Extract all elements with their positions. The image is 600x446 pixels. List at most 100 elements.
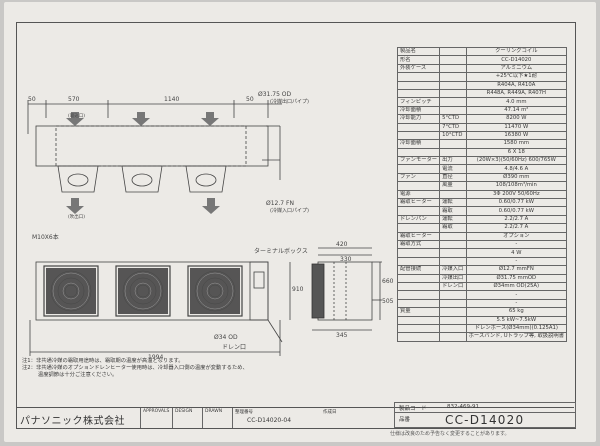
spec-label: 電源 — [396, 189, 441, 200]
notes: 注1：非共通冷媒の霜取用途時は、霜取期の温度が高温となります。 注2：非共通冷媒… — [22, 358, 248, 379]
dim-front-height: 910 — [292, 286, 304, 293]
spec-label — [396, 273, 441, 283]
spec-row: - — [396, 298, 568, 309]
spec-value: Ø34mm OD(25A) — [465, 281, 568, 292]
spec-sub — [439, 315, 467, 325]
spec-label: 配管接続 — [396, 265, 441, 275]
spec-row: R404A, R410A — [396, 80, 568, 90]
dim-side-505: 505 — [382, 298, 394, 305]
spec-value: 8200 W — [465, 114, 568, 124]
drawing-no-header: 整理番号 — [235, 410, 253, 415]
spec-sub — [439, 88, 467, 99]
drawing-frame — [16, 22, 576, 429]
spec-sub: 5°CTD — [439, 114, 467, 124]
spec-label — [396, 80, 441, 90]
dim-side-depth: 330 — [340, 256, 352, 263]
spec-value: - — [465, 239, 568, 250]
note-2: 注2：非共通冷媒のオプションドレンヒーター使用時は、冷却器入口側の温度が変動する… — [22, 365, 248, 371]
spec-value: オプション — [465, 231, 568, 242]
drawn-cell: DRAWN — [202, 408, 233, 428]
air-in-arrows — [66, 112, 220, 214]
spec-sub — [439, 231, 467, 242]
spec-value: アルミニウム — [465, 63, 568, 74]
spec-sub: ドレン口 — [439, 281, 467, 292]
bolt-label: M10X6本 — [32, 234, 59, 241]
spec-label — [396, 281, 441, 292]
spec-row: 外装ケースアルミニウム — [396, 63, 568, 74]
spec-sub — [439, 239, 467, 250]
spec-sub: 出力 — [439, 156, 467, 166]
spec-sub — [439, 323, 467, 334]
spec-row: 質量 65 kg — [396, 307, 568, 317]
dim-570: 570 — [68, 96, 80, 103]
spec-label: ファンモーター — [396, 156, 441, 166]
spec-value: 3Φ 200V 50/60Hz — [465, 189, 568, 200]
pipe-outlet-label: (冷媒出口パイプ) — [270, 99, 309, 105]
spec-row: 冷却面積 1580 mm — [396, 139, 568, 149]
terminal-box — [253, 271, 265, 289]
fan-guard-1 — [43, 265, 99, 317]
spec-label: 質量 — [396, 307, 441, 317]
spec-sub: 冷媒入口 — [439, 265, 467, 275]
spec-label: 霜取ヒーター — [396, 198, 441, 208]
spec-sub — [439, 332, 467, 342]
approvals-header: APPROVALS — [143, 409, 170, 414]
spec-label — [396, 72, 441, 82]
spec-sub — [439, 46, 467, 57]
spec-row: ドレンホース(Ø34mm)(0.125A1) — [396, 323, 568, 334]
spec-value: 6 X 18 — [465, 147, 568, 158]
unit-side-view — [317, 261, 373, 321]
spec-row: 4 W — [396, 248, 568, 258]
dim-50-right: 50 — [246, 96, 254, 103]
spec-label — [396, 223, 441, 233]
spec-value: 1580 mm — [465, 139, 568, 149]
dim-total: 1994 — [148, 354, 164, 361]
spec-label: 冷却面積 — [396, 139, 441, 149]
dim-50-left: 50 — [28, 96, 36, 103]
spec-label — [396, 147, 441, 158]
spec-label — [396, 315, 441, 325]
spec-value: ドレンホース(Ø34mm)(0.125A1) — [465, 323, 568, 334]
spec-row: 電源 3Φ 200V 50/60Hz — [396, 189, 568, 200]
spec-row: ファンモーター出力(20W×3)(50/60Hz) 600/765W — [396, 156, 568, 166]
drain-label: ドレン口 — [222, 344, 247, 351]
spec-label: 形名 — [396, 55, 441, 65]
product-code: 832-469-91 — [447, 404, 479, 410]
spec-sub — [439, 307, 467, 317]
spec-value: Ø12.7 mmFN — [465, 265, 568, 275]
footer-note: 仕様は改良のため予告なく変更することがあります。 — [390, 431, 510, 437]
spec-value: - — [465, 298, 568, 309]
spec-sub — [439, 290, 467, 300]
spec-value: +25℃以下★1耐 — [465, 72, 568, 82]
spec-value: 16380 W — [465, 130, 568, 141]
spec-label: ドレンパン — [396, 214, 441, 225]
spec-sub: 10°CTD — [439, 130, 467, 141]
spec-label — [396, 122, 441, 132]
spec-sub: 運転 — [439, 198, 467, 208]
spec-sub: 直径 — [439, 172, 467, 183]
spec-label — [396, 164, 441, 174]
drain-dim: Ø34 OD — [214, 334, 238, 341]
dim-side-width: 420 — [336, 241, 348, 248]
spec-sub — [439, 80, 467, 90]
spec-value: Ø390 mm — [465, 172, 568, 183]
dim-side-660: 660 — [382, 278, 394, 285]
spec-value: R404A, R410A — [465, 80, 568, 90]
spec-row: 霜取方式- — [396, 239, 568, 250]
spec-row: 製品名クーリングコイル — [396, 46, 568, 57]
unit-top-view — [35, 125, 269, 167]
spec-value: 65 kg — [465, 307, 568, 317]
spec-value: - — [465, 290, 568, 300]
spec-row: - — [396, 256, 568, 267]
terminal-box-label: ターミナルボックス — [254, 248, 308, 255]
spec-row: 5.5 kW~7.5kW — [396, 315, 568, 325]
spec-value: 4.0 mm — [465, 97, 568, 107]
